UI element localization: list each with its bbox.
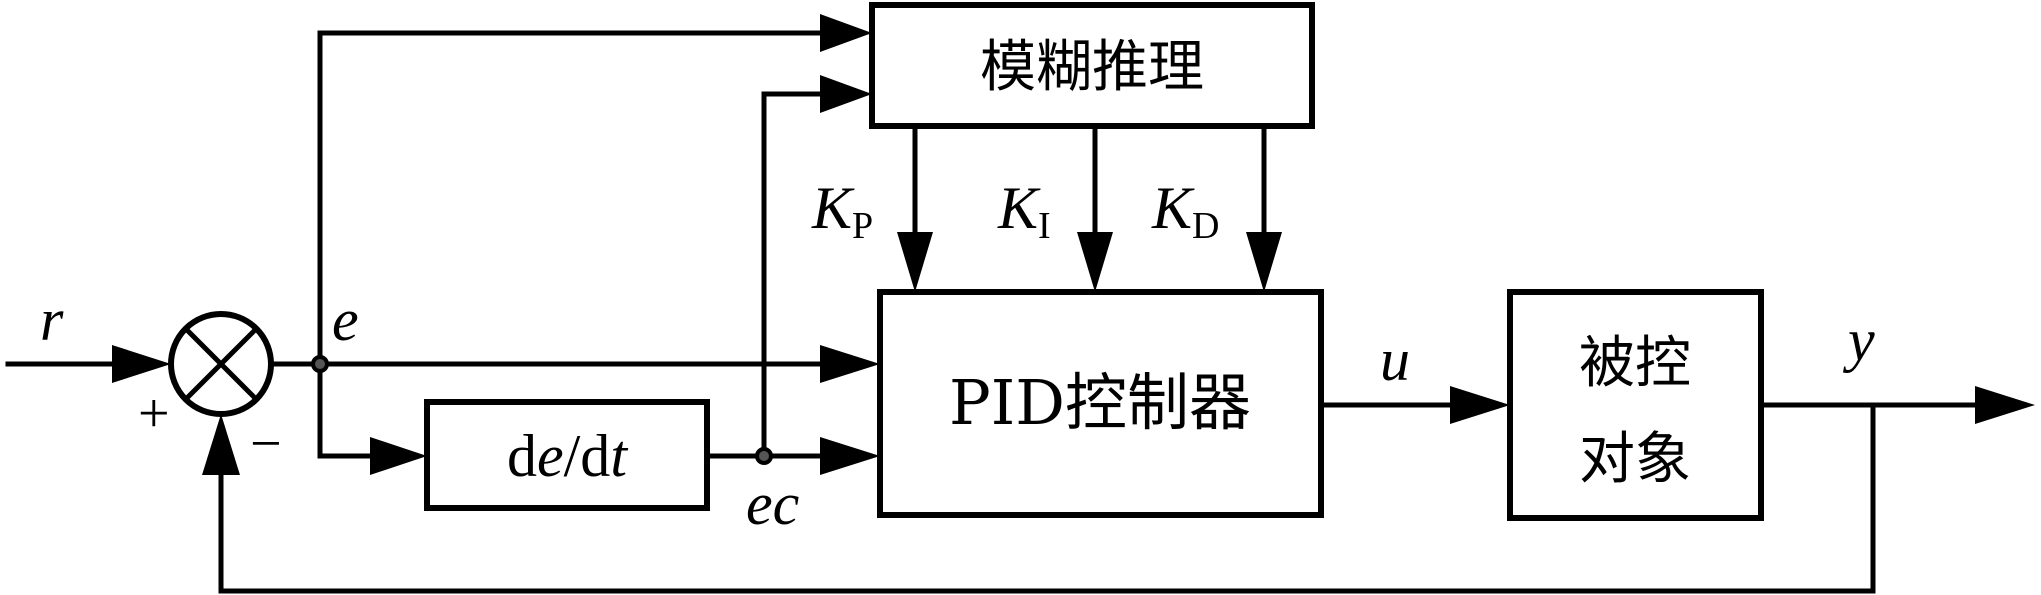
- error-to-derivative-arrowhead: [370, 437, 427, 475]
- derivative-label: de/dt: [507, 423, 628, 489]
- ki-symbol: K: [997, 175, 1041, 241]
- derivative-t: t: [610, 423, 628, 489]
- feedback-arrowhead: [202, 414, 240, 475]
- kd-arrowhead: [1246, 232, 1282, 292]
- kd-subscript: D: [1192, 205, 1219, 247]
- reference-label: r: [40, 287, 64, 353]
- fuzzy-inference-label: 模糊推理: [980, 35, 1204, 100]
- kp-subscript: P: [852, 205, 873, 247]
- ec-to-fuzzy-line: [761, 91, 833, 459]
- error-to-fuzzy-arrowhead: [820, 14, 872, 52]
- control-label: u: [1380, 327, 1410, 393]
- summing-junction: [168, 311, 274, 417]
- kd-label: KD: [1151, 175, 1219, 247]
- error-to-derivative-line: [317, 361, 383, 459]
- ec-to-fuzzy-arrowhead: [820, 75, 872, 113]
- plant-label-line2: 对象: [1579, 427, 1691, 492]
- kd-symbol: K: [1151, 175, 1195, 241]
- output-arrowhead: [1975, 386, 2035, 424]
- derivative-e: e: [537, 423, 564, 489]
- kp-arrowhead: [897, 232, 933, 292]
- ec-branch-dot: [755, 447, 773, 465]
- plus-sign: +: [138, 383, 170, 445]
- derivative-slash-d: /d: [564, 423, 611, 489]
- error-branch-dot: [311, 355, 329, 373]
- ki-subscript: I: [1038, 205, 1051, 247]
- pid-controller-block: [877, 289, 1324, 518]
- ec-label: ec: [746, 471, 799, 537]
- fuzzy-inference-block: [869, 2, 1315, 129]
- control-arrowhead: [1450, 386, 1510, 424]
- plant-label-line1: 被控: [1579, 331, 1691, 396]
- reference-arrowhead: [112, 345, 171, 383]
- pid-controller-label: PID控制器: [949, 366, 1251, 439]
- minus-sign: −: [250, 413, 282, 475]
- kp-symbol: K: [811, 175, 855, 241]
- error-to-pid-arrowhead: [820, 345, 880, 383]
- derivative-block: [424, 399, 710, 511]
- derivative-d: d: [507, 423, 537, 489]
- ki-arrowhead: [1077, 232, 1113, 292]
- feedback-line: [218, 402, 1876, 594]
- ki-label: KI: [997, 175, 1051, 247]
- error-label: e: [332, 287, 359, 353]
- ec-to-pid-arrowhead: [820, 437, 880, 475]
- kp-label: KP: [811, 175, 873, 247]
- output-label: y: [1842, 307, 1875, 373]
- error-to-fuzzy-line: [317, 30, 833, 367]
- plant-block: [1507, 289, 1764, 521]
